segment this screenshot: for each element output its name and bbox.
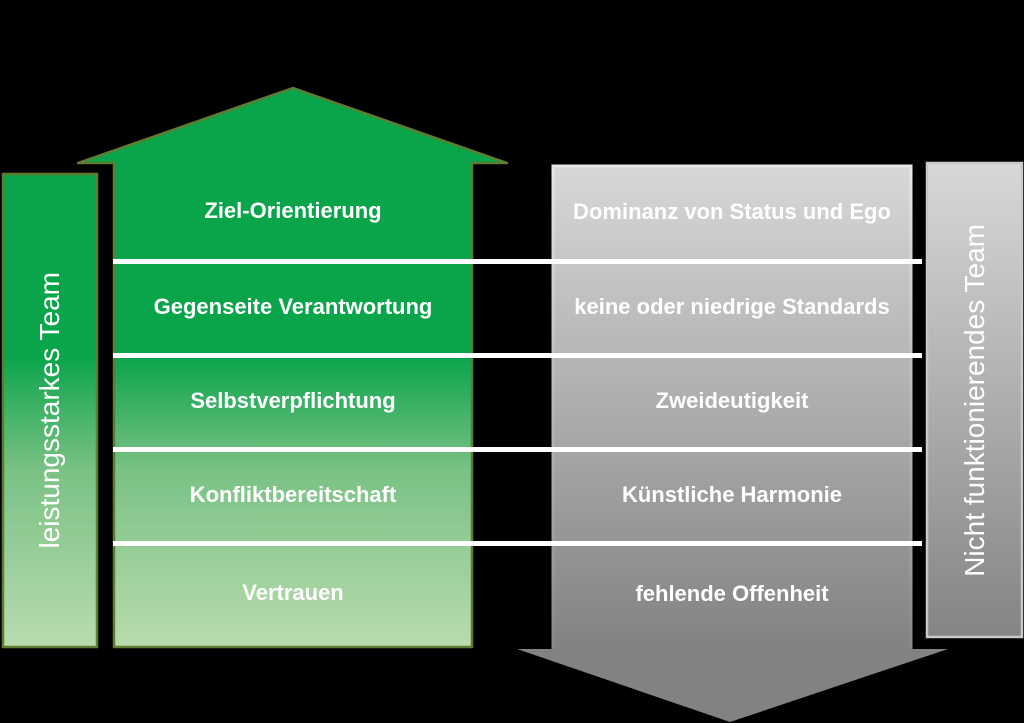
down-arrow-shape: [517, 166, 948, 722]
gray-row-low-standards: keine oder niedrige Standards: [574, 293, 890, 319]
gray-row-artificial-harmony: Künstliche Harmonie: [621, 481, 843, 507]
row-separator-line: [113, 447, 922, 452]
left-sidebar-label: leistungsstarkes Team: [34, 272, 65, 549]
left-sidebar: leistungsstarkes Team: [3, 174, 97, 647]
green-row-trust: Vertrauen: [242, 579, 344, 605]
row-separator-line: [113, 353, 922, 358]
down-arrow-body-border: [551, 164, 913, 649]
gray-row-status-ego: Dominanz von Status und Ego: [573, 199, 891, 225]
green-row-conflict-readiness: Konfliktbereitschaft: [189, 481, 397, 507]
green-row-mutual-accountability: Gegenseite Verantwortung: [153, 293, 433, 319]
right-sidebar-shape: [925, 161, 1024, 639]
row-separator-line: [113, 259, 922, 264]
right-sidebar-label: Nicht funktionierendes Team: [958, 223, 990, 577]
up-arrow-shape: [76, 86, 509, 649]
green-row-commitment: Selbstverpflichtung: [190, 387, 396, 413]
gray-row-ambiguity: Zweideutigkeit: [655, 387, 809, 413]
right-sidebar: Nicht funktionierendes Team: [927, 163, 1022, 637]
green-row-goal-orientation: Ziel-Orientierung: [204, 197, 382, 223]
row-separator-line: [113, 541, 922, 546]
left-sidebar-shape: [1, 172, 99, 649]
gray-row-missing-openness: fehlende Offenheit: [635, 580, 829, 606]
